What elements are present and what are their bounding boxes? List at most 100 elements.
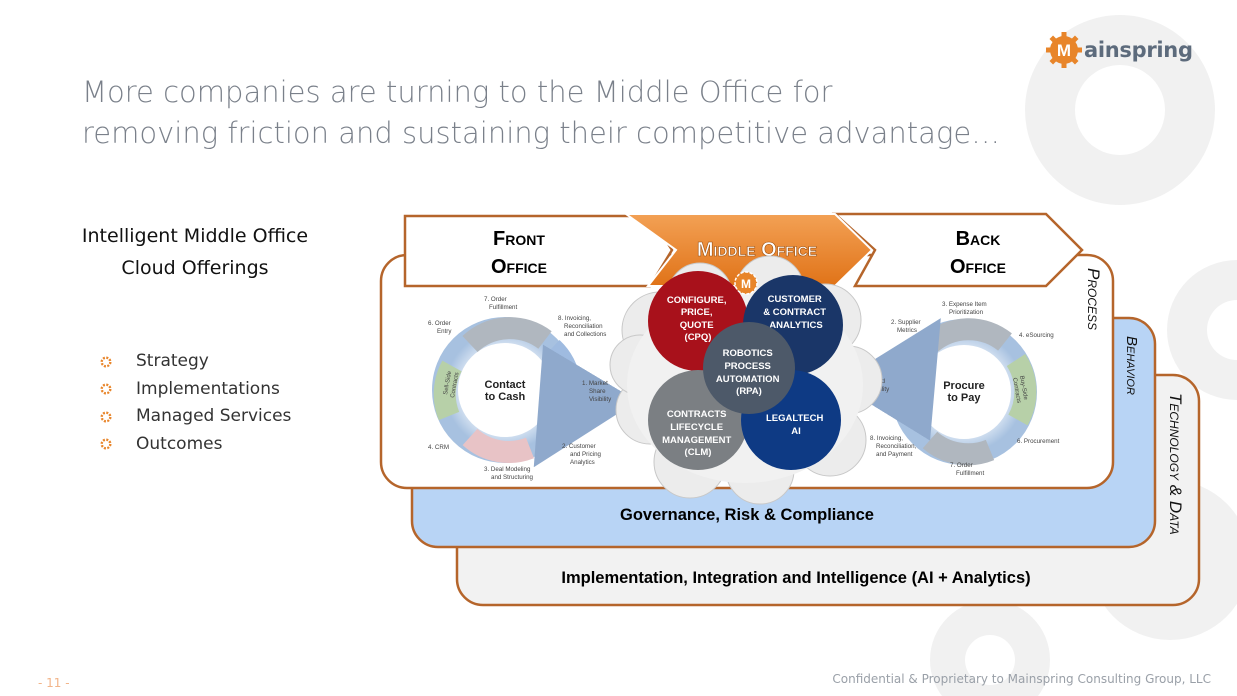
mainspring-logo: M ainspring: [1046, 32, 1193, 68]
list-item: Managed Services: [100, 403, 291, 431]
offerings-heading: Intelligent Middle Office Cloud Offering…: [60, 220, 330, 284]
contact-to-cash-center-1: Contact: [485, 379, 526, 391]
legaltech-line: LEGALTECH: [766, 413, 823, 424]
c2c-step: Visibility: [589, 396, 612, 403]
clm-line: (CLM): [685, 447, 712, 458]
center-logo-gear-icon: M: [734, 271, 758, 295]
offering-label: Outcomes: [136, 433, 223, 454]
svg-text:7. Order Fulfillment: 7. Order Fulfillment: [484, 296, 517, 311]
cycle-arrow: [1006, 354, 1037, 426]
contact-to-cash-cycle: Contact to Cash Sell-Side Contracts 7. O…: [428, 296, 638, 481]
p2p-step: Reconciliation,: [876, 443, 917, 450]
cpq-line: (CPQ): [685, 332, 712, 343]
procure-to-pay-cycle: Procure to Pay Buy-Side Contracts 3. Exp…: [836, 301, 1060, 477]
analytics-line: & CONTRACT: [763, 307, 826, 318]
front-office-line-2: Office: [491, 256, 547, 278]
cpq-line: QUOTE: [680, 320, 714, 331]
slide-title: More companies are turning to the Middle…: [82, 72, 1042, 154]
clm-line: LIFECYCLE: [670, 422, 723, 433]
svg-text:CONFIGURE, PRICE,: CONFIGURE, PRICE, QUOTE (CPQ): [667, 295, 729, 343]
c2c-step: and Pricing: [570, 451, 602, 458]
logo-letter: M: [1057, 41, 1071, 60]
c2c-step: 7. Order: [484, 296, 507, 303]
contact-to-cash-center-2: to Cash: [485, 391, 526, 403]
behavior-label: Behavior: [1123, 336, 1140, 395]
title-line-2: removing friction and sustaining their c…: [82, 116, 1001, 150]
logo-gear-icon: M: [1046, 32, 1082, 68]
c2c-step: Analytics: [570, 459, 595, 466]
offering-label: Managed Services: [136, 406, 292, 426]
svg-text:ROBOTICS PROCESS A: ROBOTICS PROCESS AUTOMATION (RPA): [716, 348, 782, 397]
p2p-step: 3. Expense Item: [942, 301, 987, 308]
svg-text:CUSTOMER & CONTRACT: CUSTOMER & CONTRACT ANALYTICS: [763, 294, 828, 331]
svg-text:CONTRACTS LIFECYCLE: CONTRACTS LIFECYCLE MANAGEMENT (CLM): [662, 409, 734, 458]
gear-icon: [100, 383, 112, 395]
c2c-step: 1. Market: [582, 380, 608, 387]
gear-icon: [100, 438, 112, 450]
list-item: Implementations: [100, 376, 291, 404]
analytics-line: CUSTOMER: [768, 294, 822, 305]
clm-line: CONTRACTS: [667, 409, 727, 420]
c2c-step: Entry: [437, 328, 452, 335]
buy-side-label-2: Contracts: [1011, 377, 1021, 403]
cpq-line: CONFIGURE,: [667, 295, 727, 306]
procure-to-pay-center-2: to Pay: [947, 392, 981, 404]
p2p-step: Prioritization: [949, 309, 984, 316]
svg-text:1. Market Share Vi: 1. Market Share Visibility: [582, 380, 612, 403]
cycle-arrow: [922, 431, 995, 466]
front-office-line-1: Front: [493, 228, 545, 250]
c2c-step: 8. Invoicing,: [558, 315, 591, 322]
procure-to-pay-center-1: Procure: [943, 380, 985, 392]
svg-text:7. Order Fulfillment: 7. Order Fulfillment: [950, 462, 984, 477]
p2p-step: 6. Procurement: [1017, 438, 1060, 445]
offering-label: Implementations: [136, 378, 280, 399]
footer-confidential: Confidential & Proprietary to Mainspring…: [832, 672, 1211, 686]
gear-icon: [100, 411, 112, 423]
p2p-step: Metrics: [897, 327, 917, 334]
c2c-step: 4. CRM: [428, 444, 449, 451]
logo-text: ainspring: [1084, 38, 1193, 62]
cycle-arrow: [433, 360, 462, 421]
rpa-line: (RPA): [736, 386, 762, 397]
sell-side-label-1: Sell-Side: [443, 370, 453, 395]
p2p-step: and Payment: [876, 451, 913, 458]
title-line-1: More companies are turning to the Middle…: [82, 75, 833, 109]
c2c-step: Reconciliation: [564, 323, 603, 330]
governance-label: Governance, Risk & Compliance: [620, 506, 874, 524]
front-office-arrow: Front Office: [403, 214, 674, 288]
svg-text:8. Invoicing, Reconcilia: 8. Invoicing, Reconciliation and Collect…: [558, 315, 606, 338]
cycle-arrow: [462, 428, 534, 463]
middle-office-label: Middle Office: [697, 239, 817, 261]
center-logo-letter: M: [741, 277, 751, 291]
technology-data-label: Technology & Data: [1166, 393, 1185, 535]
p2p-step: 4. eSourcing: [1019, 332, 1054, 339]
back-office-arrow: Back Office: [831, 212, 1084, 288]
p2p-step: 7. Order: [950, 462, 973, 469]
svg-text:3. Deal Modeling and Str: 3. Deal Modeling and Structuring: [484, 466, 534, 481]
p2p-step: 8. Invoicing,: [870, 435, 903, 442]
legaltech-line: AI: [791, 426, 801, 437]
svg-text:8. Invoicing, Reconcilia: 8. Invoicing, Reconciliation, and Paymen…: [870, 435, 918, 458]
rpa-bubble: ROBOTICS PROCESS AUTOMATION (RPA): [703, 322, 795, 414]
svg-text:LEGALTECH AI: LEGALTECH AI: [766, 413, 826, 437]
c2c-step: Share: [589, 388, 606, 395]
rpa-line: AUTOMATION: [716, 374, 780, 385]
buy-side-label-1: Buy-Side: [1018, 375, 1028, 401]
offerings-heading-line-2: Cloud Offerings: [121, 257, 269, 279]
back-office-line-1: Back: [956, 228, 1001, 250]
list-item: Strategy: [100, 348, 291, 376]
svg-text:6. Order Entry: 6. Order Entry: [428, 320, 452, 335]
cycle-arrow: [836, 318, 941, 441]
offerings-heading-line-1: Intelligent Middle Office: [81, 225, 309, 247]
offering-label: Strategy: [136, 351, 209, 371]
svg-text:3. Expense Item Prioriti: 3. Expense Item Prioritization: [942, 301, 988, 316]
c2c-step: Fulfillment: [489, 304, 517, 311]
list-item: Outcomes: [100, 431, 291, 459]
cycle-arrow: [462, 317, 552, 353]
c2c-step: 2. Customer: [562, 443, 596, 450]
implementation-label: Implementation, Integration and Intellig…: [561, 569, 1030, 587]
clm-line: MANAGEMENT: [662, 435, 731, 446]
page-number: - 11 -: [38, 676, 70, 690]
gear-icon: [100, 356, 112, 368]
